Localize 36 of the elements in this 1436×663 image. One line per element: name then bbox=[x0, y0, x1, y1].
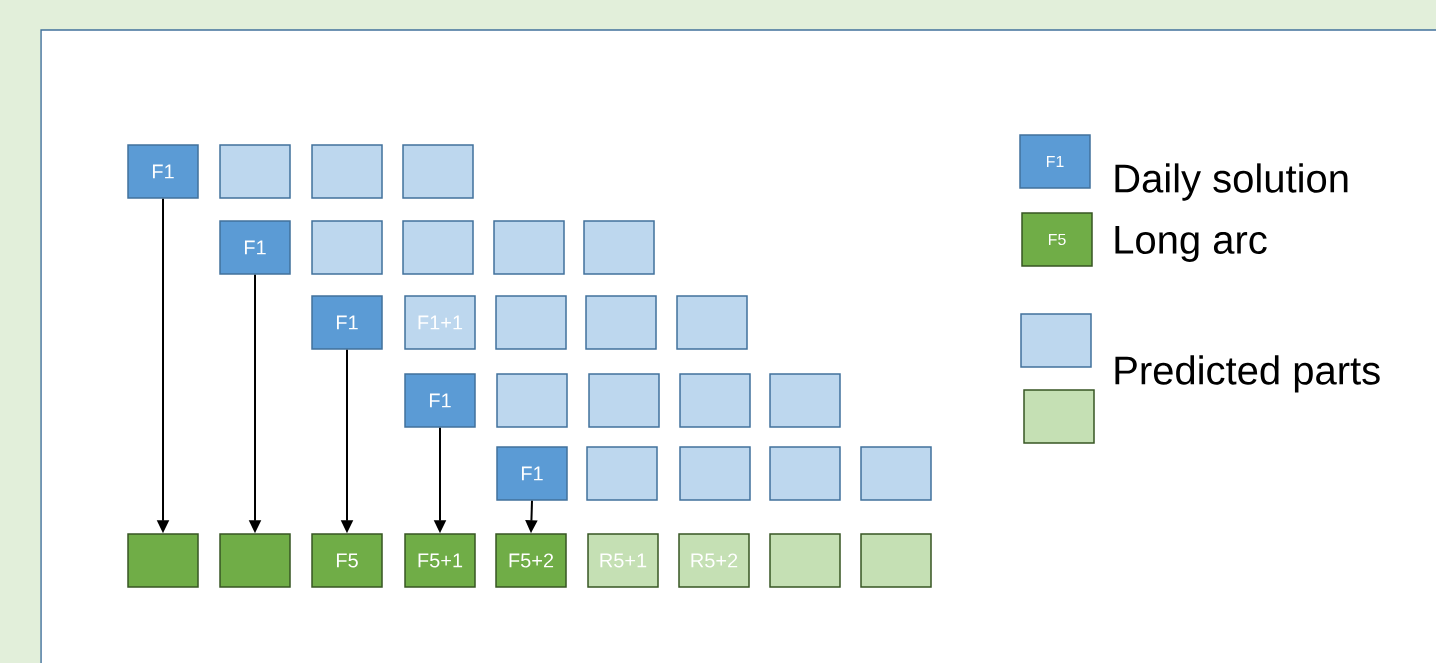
predicted-box bbox=[769, 446, 841, 501]
predicted-box bbox=[402, 144, 474, 199]
predicted-box bbox=[219, 144, 291, 199]
predicted-box bbox=[679, 373, 751, 428]
legend-label: Predicted parts bbox=[1115, 355, 1380, 393]
solution-box: F1 bbox=[219, 220, 291, 275]
predicted-box bbox=[676, 295, 748, 350]
solution-box: F1 bbox=[496, 446, 568, 501]
solution-box: F1 bbox=[311, 295, 383, 350]
arc-box bbox=[127, 533, 199, 588]
predicted-box: F1+1 bbox=[404, 295, 476, 350]
predicted-box bbox=[493, 220, 565, 275]
predicted-box bbox=[585, 295, 657, 350]
predicted-box bbox=[588, 373, 660, 428]
predicted-arc-box: R5+1 bbox=[587, 533, 659, 588]
predicted-box bbox=[495, 295, 567, 350]
predicted-arc-box bbox=[769, 533, 841, 588]
legend-label: Daily solution bbox=[1115, 163, 1348, 201]
predicted-box bbox=[860, 446, 932, 501]
predicted-arc-box bbox=[860, 533, 932, 588]
arc-box: F5 bbox=[311, 533, 383, 588]
predicted-box bbox=[496, 373, 568, 428]
predicted-box bbox=[769, 373, 841, 428]
arc-box: F5+2 bbox=[495, 533, 567, 588]
predicted-box bbox=[402, 220, 474, 275]
predicted-box bbox=[311, 144, 383, 199]
legend-label: Long arc bbox=[1115, 226, 1267, 262]
solution-box: F1 bbox=[127, 144, 199, 199]
predicted-box bbox=[311, 220, 383, 275]
predicted-box bbox=[586, 446, 658, 501]
predicted-box bbox=[583, 220, 655, 275]
predicted-arc-box: R5+2 bbox=[678, 533, 750, 588]
arc-box bbox=[219, 533, 291, 588]
predicted-box bbox=[679, 446, 751, 501]
solution-box: F1 bbox=[404, 373, 476, 428]
arc-box: F5+1 bbox=[404, 533, 476, 588]
